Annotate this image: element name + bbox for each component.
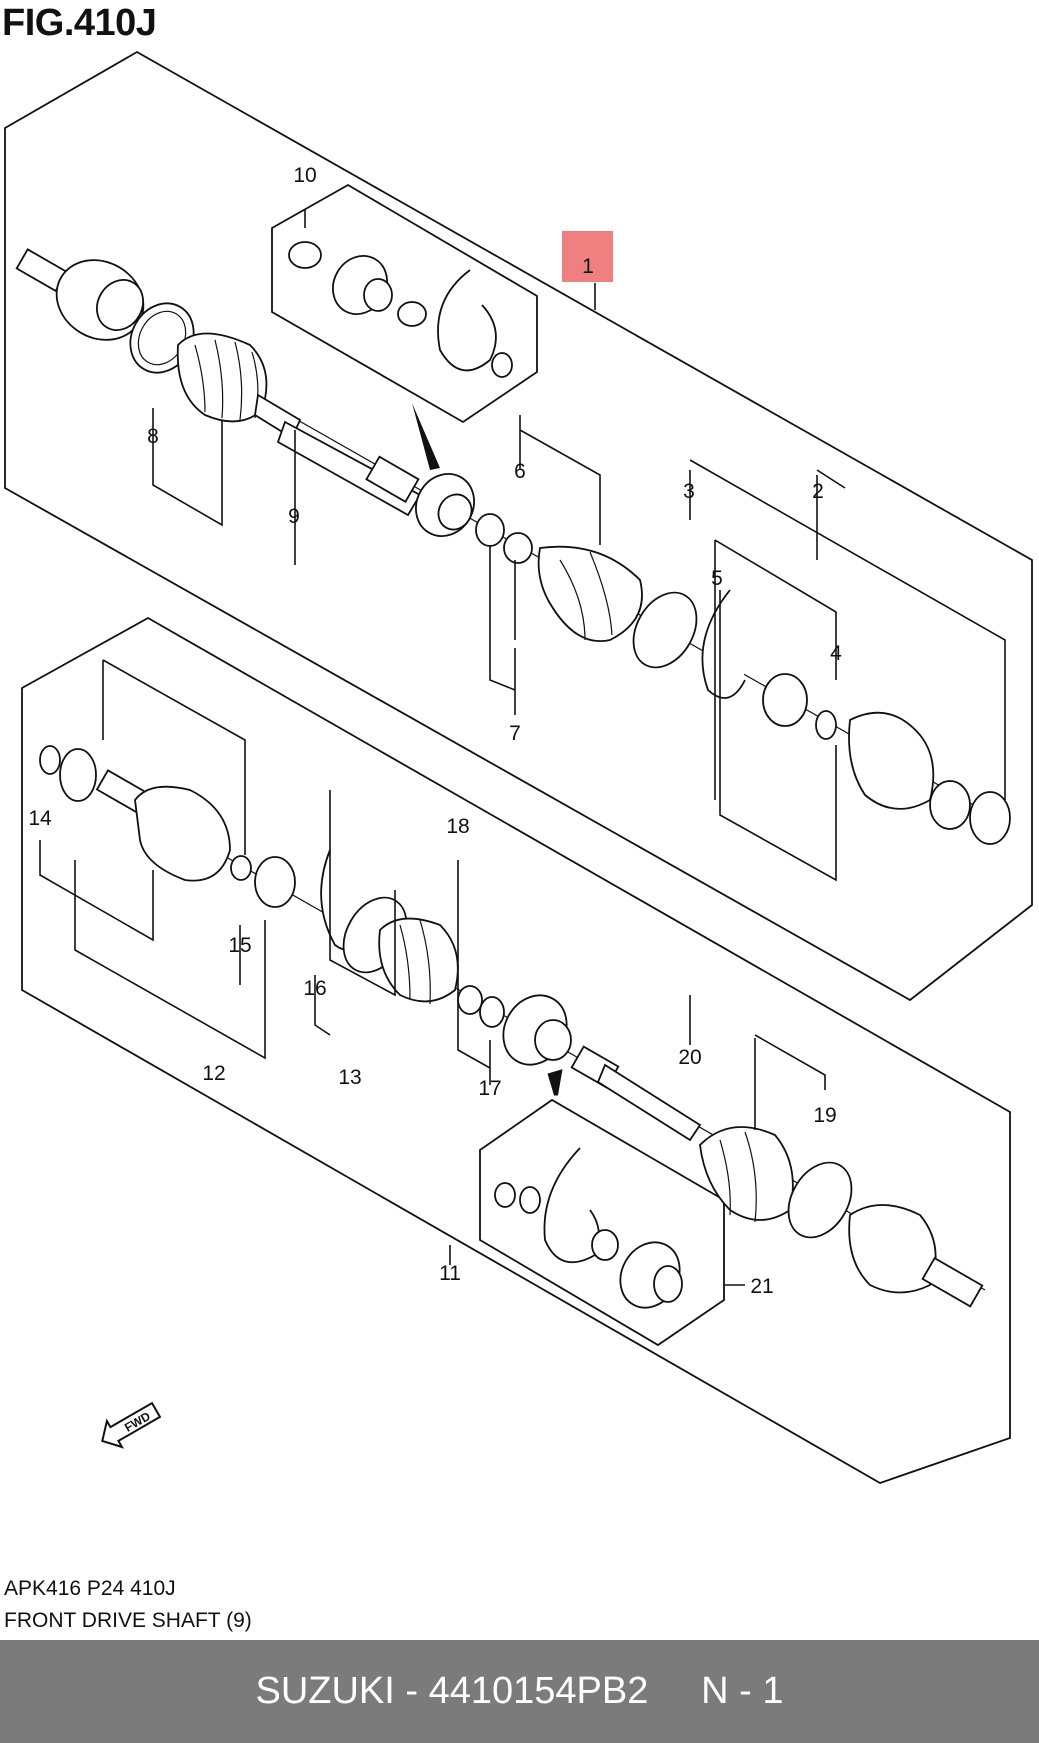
callout-21: 21 bbox=[750, 1275, 773, 1298]
lower-damper bbox=[502, 994, 572, 1066]
callout-14: 14 bbox=[28, 807, 52, 830]
callout-6: 6 bbox=[514, 460, 526, 483]
callout-10: 10 bbox=[293, 164, 316, 187]
callout-12: 12 bbox=[202, 1062, 225, 1085]
highlight-part-1 bbox=[562, 231, 613, 282]
upper-intermediate-shaft bbox=[276, 420, 422, 517]
callout-8: 8 bbox=[147, 425, 159, 448]
diagram-code: APK416 P24 410J bbox=[4, 1577, 176, 1600]
callout-9: 9 bbox=[288, 505, 300, 528]
callout-16: 16 bbox=[303, 977, 326, 1000]
upper-assembly-outline bbox=[4, 50, 1033, 1002]
exploded-diagram: 1 2 3 4 5 6 7 8 9 10 11 12 13 14 15 16 1… bbox=[4, 50, 1033, 1484]
lower-outer-cv-joint bbox=[848, 1204, 984, 1308]
inset-21-arrow bbox=[547, 1069, 563, 1096]
callout-2: 2 bbox=[812, 480, 824, 503]
inset-box-21 bbox=[479, 1098, 725, 1347]
callout-15: 15 bbox=[228, 934, 251, 957]
callout-4: 4 bbox=[830, 642, 842, 665]
footer-bar: SUZUKI - 4410154PB2 N - 1 bbox=[0, 1640, 1039, 1743]
upper-outer-boot bbox=[176, 332, 302, 440]
diagram-description: FRONT DRIVE SHAFT (9) bbox=[4, 1609, 252, 1632]
figure-title: FIG.410J bbox=[2, 2, 157, 44]
callout-1: 1 bbox=[582, 255, 594, 278]
inset-box-10 bbox=[271, 183, 538, 424]
inset-21-parts bbox=[494, 1147, 683, 1309]
callout-11: 11 bbox=[439, 1262, 461, 1285]
inset-10-arrow bbox=[412, 403, 440, 470]
lower-intermediate-shaft bbox=[570, 1045, 702, 1142]
callout-19: 19 bbox=[813, 1104, 836, 1127]
callout-17: 17 bbox=[478, 1077, 501, 1100]
footer-text: SUZUKI - 4410154PB2 N - 1 bbox=[255, 1670, 784, 1712]
callout-18: 18 bbox=[446, 815, 469, 838]
lower-inner-boot bbox=[320, 849, 505, 1028]
upper-damper bbox=[415, 473, 475, 537]
callout-3: 3 bbox=[683, 480, 695, 503]
callout-7: 7 bbox=[509, 722, 521, 745]
lower-outer-boot bbox=[699, 1126, 853, 1239]
callout-20: 20 bbox=[678, 1046, 701, 1069]
upper-inner-parts bbox=[475, 513, 1011, 845]
lower-inner-cv-joint bbox=[39, 745, 296, 908]
lower-assembly-outline bbox=[21, 616, 1011, 1484]
fwd-arrow-icon: FWD bbox=[101, 1401, 162, 1449]
callout-5: 5 bbox=[711, 567, 723, 590]
inset-10-parts bbox=[288, 241, 513, 378]
callout-13: 13 bbox=[338, 1066, 361, 1089]
leader-lines bbox=[39, 210, 1006, 1286]
